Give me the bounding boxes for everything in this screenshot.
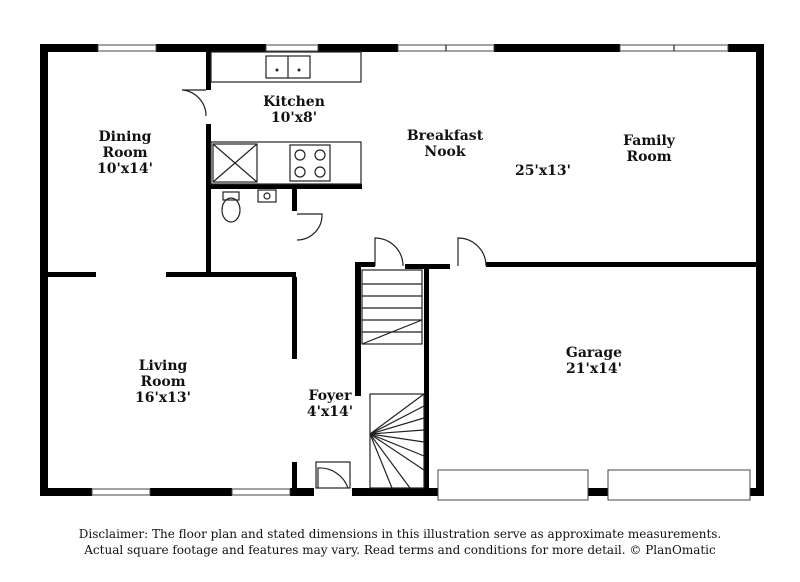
dining-room-name: Dining: [99, 129, 152, 145]
breakfast-nook-name: Breakfast: [407, 128, 484, 144]
disclaimer-line-1: Disclaimer: The floor plan and stated di…: [78, 527, 722, 541]
disclaimer: Disclaimer: The floor plan and stated di…: [0, 526, 800, 558]
breakfast-nook-name-2: Nook: [424, 144, 465, 160]
combined-dims: 25'x13': [515, 163, 571, 179]
interior-walls: [48, 52, 756, 488]
room-labels: Dining Room 10'x14' Kitchen 10'x8' Break…: [97, 94, 676, 420]
kitchen-name: Kitchen: [263, 94, 325, 110]
foyer-name: Foyer: [309, 388, 353, 404]
disclaimer-line-2: Actual square footage and features may v…: [84, 543, 716, 557]
stairs: [361, 269, 425, 489]
living-room-name: Living: [139, 358, 188, 374]
foyer-dims: 4'x14': [307, 404, 353, 420]
bathroom-fixtures: [221, 189, 277, 223]
doors: [181, 89, 487, 489]
dining-room-dims: 10'x14': [97, 161, 153, 177]
family-room-name: Family: [623, 133, 676, 149]
windows: [91, 44, 729, 496]
garage-dims: 21'x14': [566, 361, 622, 377]
dining-room-name-2: Room: [102, 145, 147, 161]
kitchen-fixtures: [210, 51, 362, 185]
living-room-name-2: Room: [140, 374, 185, 390]
kitchen-dims: 10'x8': [271, 110, 317, 126]
living-room-dims: 16'x13': [135, 390, 191, 406]
exterior-walls: [40, 44, 764, 496]
family-room-name-2: Room: [626, 149, 671, 165]
garage-name: Garage: [566, 345, 622, 361]
garage-doors: [437, 469, 751, 501]
